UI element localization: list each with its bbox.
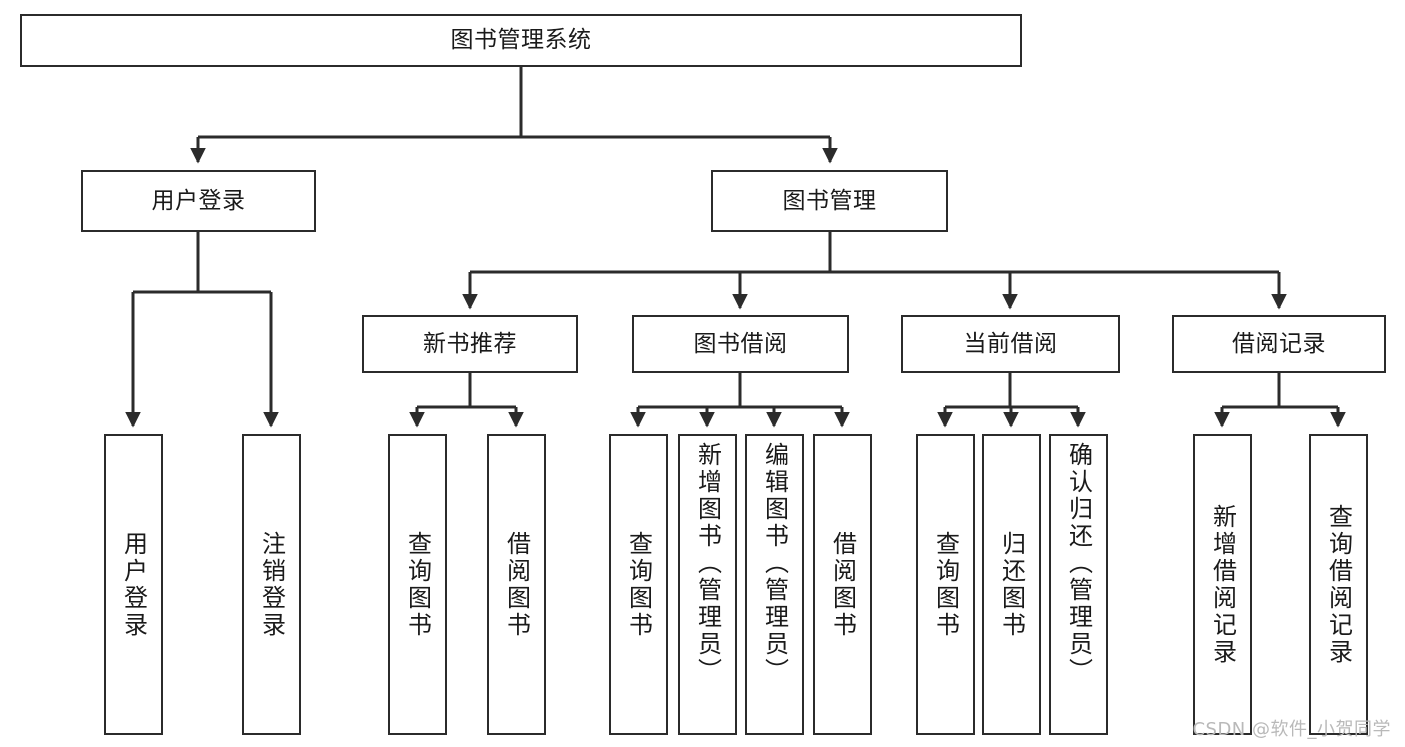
node-root-label: 图书管理系统 (450, 27, 592, 54)
leaf-edit-book-admin-label: 编辑图书（管理员） (760, 442, 789, 685)
leaf-query-borrow-record-label: 查询借阅记录 (1324, 503, 1353, 666)
leaf-add-borrow-record-label: 新增借阅记录 (1208, 503, 1237, 666)
leaf-borrow-book-2-label: 借阅图书 (828, 530, 857, 639)
leaf-user-login[interactable]: 用户登录 (104, 434, 163, 735)
leaf-user-login-label: 用户登录 (119, 530, 148, 639)
node-book-borrow[interactable]: 图书借阅 (632, 315, 849, 373)
leaf-add-book-admin[interactable]: 新增图书（管理员） (678, 434, 737, 735)
node-new-book-recommend[interactable]: 新书推荐 (362, 315, 578, 373)
leaf-add-book-admin-label: 新增图书（管理员） (693, 442, 722, 685)
node-book-borrow-label: 图书借阅 (693, 330, 788, 357)
leaf-query-borrow-record[interactable]: 查询借阅记录 (1309, 434, 1368, 735)
node-user-login-label: 用户登录 (151, 187, 246, 214)
leaf-query-book-2-label: 查询图书 (624, 530, 653, 639)
leaf-query-book-3-label: 查询图书 (931, 530, 960, 639)
node-book-management-label: 图书管理 (782, 187, 877, 214)
node-root[interactable]: 图书管理系统 (20, 14, 1022, 67)
leaf-confirm-return-admin-label: 确认归还（管理员） (1064, 442, 1093, 685)
leaf-logout-label: 注销登录 (257, 530, 286, 639)
node-borrow-record-label: 借阅记录 (1232, 330, 1326, 357)
leaf-logout[interactable]: 注销登录 (242, 434, 301, 735)
node-book-management[interactable]: 图书管理 (711, 170, 948, 232)
leaf-confirm-return-admin[interactable]: 确认归还（管理员） (1049, 434, 1108, 735)
leaf-query-book-1[interactable]: 查询图书 (388, 434, 447, 735)
node-current-borrow[interactable]: 当前借阅 (901, 315, 1120, 373)
leaf-return-book-label: 归还图书 (997, 530, 1026, 639)
leaf-query-book-1-label: 查询图书 (403, 530, 432, 639)
leaf-query-book-3[interactable]: 查询图书 (916, 434, 975, 735)
node-user-login[interactable]: 用户登录 (81, 170, 316, 232)
node-current-borrow-label: 当前借阅 (963, 330, 1058, 357)
leaf-borrow-book-2[interactable]: 借阅图书 (813, 434, 872, 735)
node-new-book-recommend-label: 新书推荐 (423, 330, 517, 357)
leaf-return-book[interactable]: 归还图书 (982, 434, 1041, 735)
leaf-borrow-book-1[interactable]: 借阅图书 (487, 434, 546, 735)
leaf-edit-book-admin[interactable]: 编辑图书（管理员） (745, 434, 804, 735)
leaf-add-borrow-record[interactable]: 新增借阅记录 (1193, 434, 1252, 735)
node-borrow-record[interactable]: 借阅记录 (1172, 315, 1386, 373)
leaf-borrow-book-1-label: 借阅图书 (502, 530, 531, 639)
leaf-query-book-2[interactable]: 查询图书 (609, 434, 668, 735)
